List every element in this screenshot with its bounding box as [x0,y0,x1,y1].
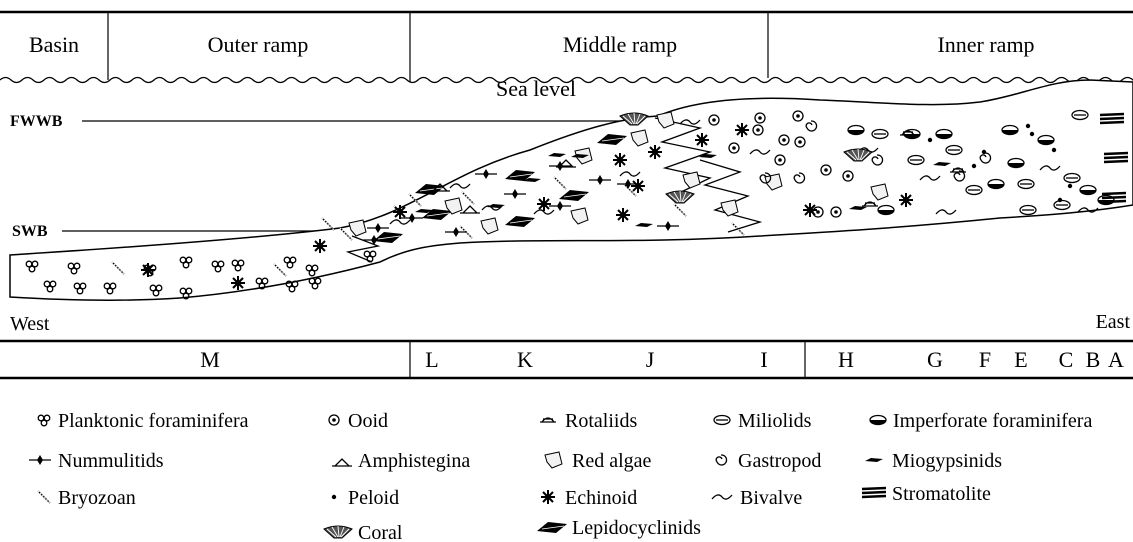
planktonic-foraminifera-icon [38,415,50,426]
imperforate-foraminifera-icon [870,416,886,425]
stromatolite-icon [862,488,886,497]
facies-c: C [1059,347,1074,372]
legend-label-miliolids: Miliolids [738,410,812,432]
west-label: West [10,313,50,335]
facies-e: E [1014,347,1027,372]
red-algae-icon [545,452,562,468]
echino-grain [631,179,645,193]
legend-label-red-algae: Red algae [572,450,652,472]
legend-label-planktonic-foraminifera: Planktonic foraminifera [58,410,249,432]
zone-label-outer-ramp: Outer ramp [208,32,309,57]
echinoid-icon [541,490,555,504]
stroma-grain [1102,193,1126,202]
bryozoan-icon [38,491,50,503]
legend-label-miogypsinids: Miogypsinids [892,450,1002,472]
facies-f: F [979,347,991,372]
legend-label-nummulitids: Nummulitids [58,450,164,472]
facies-b: B [1086,347,1101,372]
legend-label-imperforate-foraminifera: Imperforate foraminifera [893,410,1092,432]
legend-label-amphistegina: Amphistegina [358,450,470,472]
legend-label-peloid: Peloid [348,487,399,509]
echino-grain [648,145,662,159]
legend: Planktonic foraminifera Ooid Rotaliids M… [29,410,1092,542]
echino-grain [616,208,630,222]
east-label: East [1096,311,1131,333]
zone-label-basin: Basin [29,32,79,57]
echino-grain [803,203,817,217]
nummulitids-icon [29,455,51,465]
coral-icon [324,526,352,538]
ooid-icon [329,415,339,425]
peloid-grain [1058,198,1062,202]
peloid-grain [928,138,932,142]
echino-grain [695,133,709,147]
peloid-grain [1030,132,1034,136]
legend-label-echinoid: Echinoid [565,487,637,509]
facies-i: I [760,347,767,372]
swb-label: SWB [12,223,48,240]
bivalve-icon [712,495,732,499]
peloid-grain [1052,148,1056,152]
legend-label-gastropod: Gastropod [738,450,821,472]
legend-label-rotaliids: Rotaliids [565,410,637,432]
legend-label-coral: Coral [358,522,403,542]
echino-grain [735,123,749,137]
legend-label-ooid: Ooid [348,410,388,432]
facies-g: G [927,347,943,372]
gastropod-icon [716,455,726,465]
peloid-grain [982,150,986,154]
peloid-grain [972,164,976,168]
facies-strip: M L K J I H G F E C B A [0,341,1133,378]
facies-h: H [838,347,854,372]
echino-grain [231,276,245,290]
echino-grain [899,193,913,207]
rotaliids-icon [540,418,556,422]
miogypsinids-icon [865,458,883,462]
zone-header: Basin Outer ramp Middle ramp Inner ramp [0,12,1133,82]
echino-grain [313,239,327,253]
amphistegina-icon [332,459,352,466]
legend-label-stromatolite: Stromatolite [892,483,991,505]
fwwb-label: FWWB [10,113,63,130]
facies-l: L [425,347,438,372]
echino-grain [537,197,551,211]
stroma-grain [1100,114,1124,123]
legend-label-lepidocyclinids: Lepidocyclinids [572,517,701,539]
zone-label-inner-ramp: Inner ramp [937,32,1034,57]
plank-grain [309,278,321,289]
sea-level-label: Sea level [496,76,576,101]
sediment-body [10,80,1133,300]
echino-grain [393,205,407,219]
echino-grain [613,153,627,167]
miliolids-icon [714,416,730,425]
facies-a: A [1108,347,1124,372]
echino-grain [141,263,155,277]
peloid-icon [332,495,336,499]
legend-label-bryozoan: Bryozoan [58,487,136,509]
bryo-grain [322,218,334,230]
facies-j: J [646,347,655,372]
peloid-grain [1068,184,1072,188]
facies-m: M [200,347,220,372]
lepidocyclinids-icon [537,522,567,533]
peloid-grain [1026,124,1030,128]
zone-label-middle-ramp: Middle ramp [563,32,677,57]
facies-k: K [517,347,533,372]
legend-label-bivalve: Bivalve [740,487,802,509]
stroma-grain [1104,153,1128,162]
